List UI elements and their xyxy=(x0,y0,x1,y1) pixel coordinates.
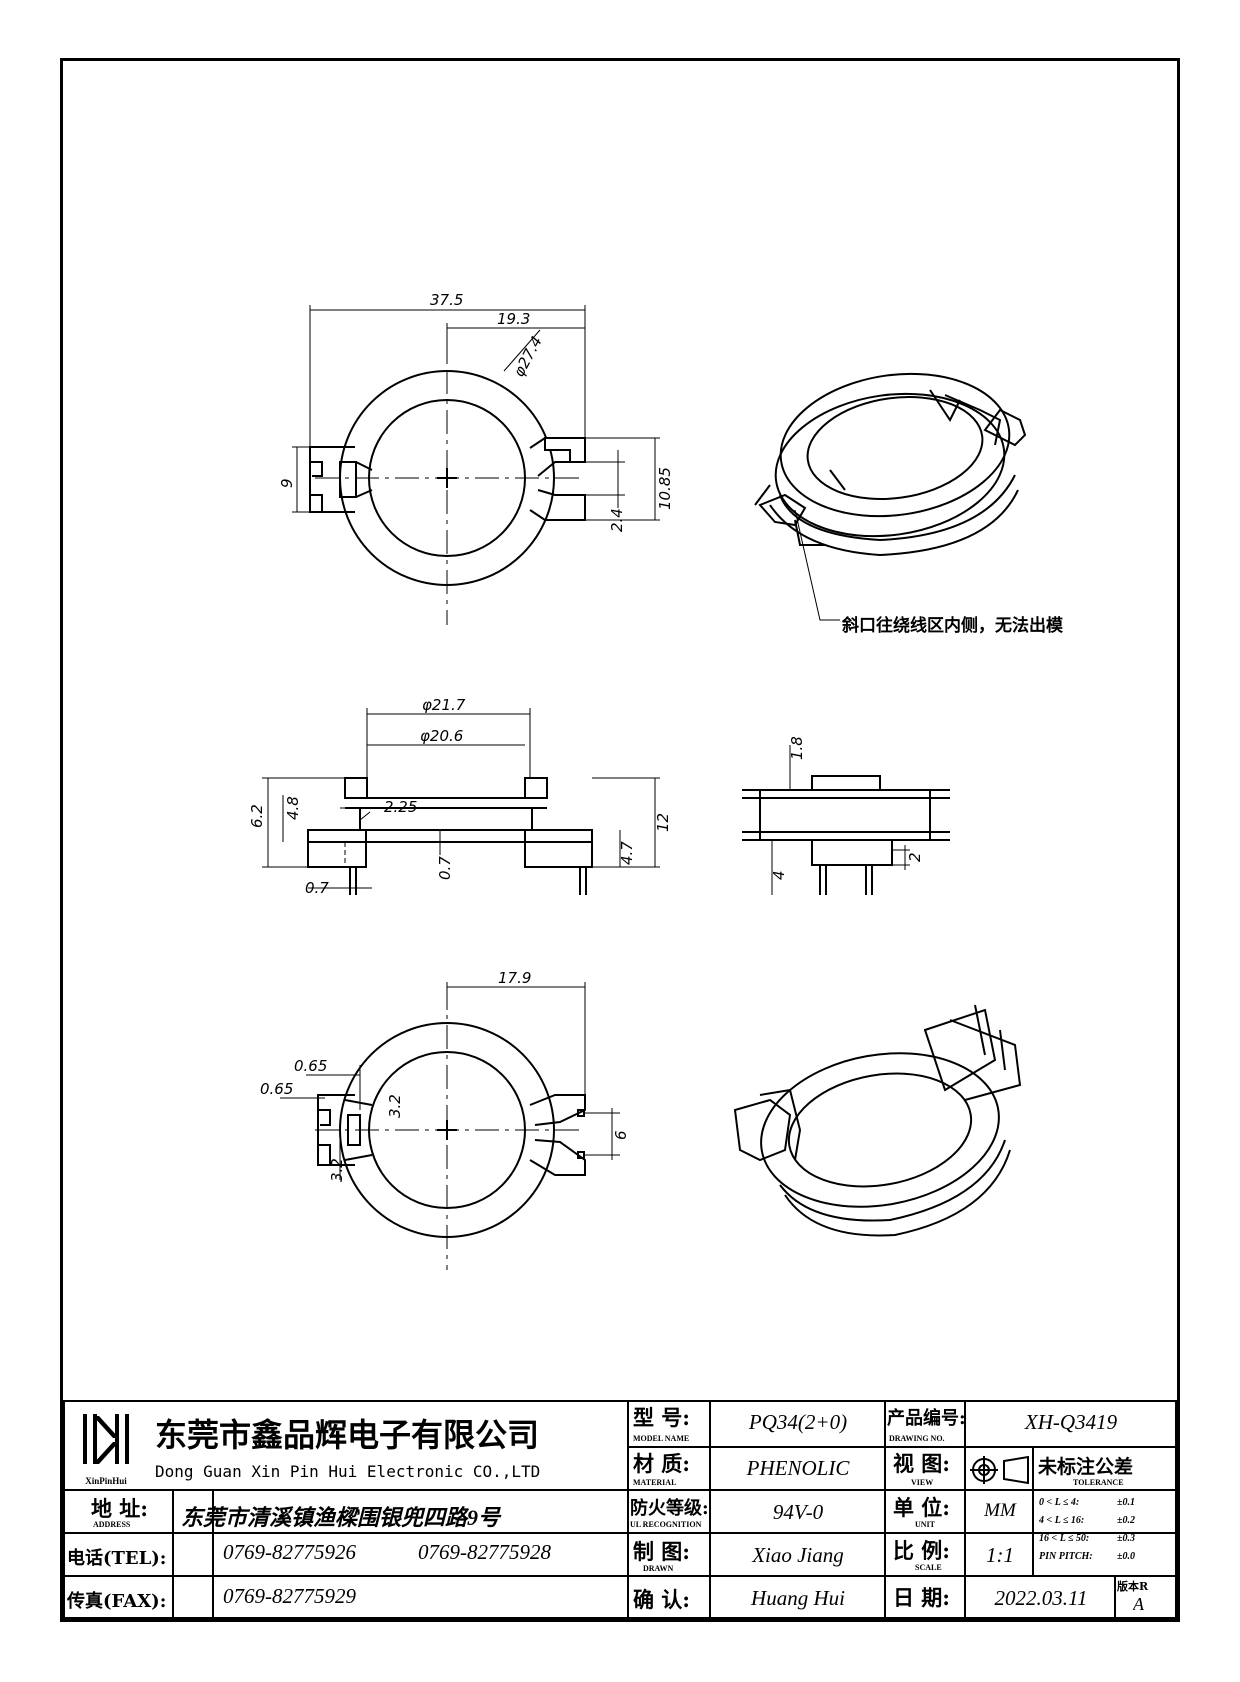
revision-value: A xyxy=(1133,1594,1144,1614)
dim-core-diameter: φ20.6 xyxy=(420,727,463,745)
dim-side-height: 6.2 xyxy=(248,804,266,828)
company-logo: XinPinHui xyxy=(71,1408,141,1486)
drawing-no-label-en: DRAWING NO. xyxy=(889,1434,945,1443)
material-value: PHENOLIC xyxy=(746,1456,850,1480)
dim-slot-width-1: 0.65 xyxy=(294,1057,327,1075)
scale-label-en: SCALE xyxy=(915,1563,942,1572)
ul-value: 94V-0 xyxy=(772,1500,824,1524)
top-view xyxy=(292,305,660,625)
tolerance-label-en: TOLERANCE xyxy=(1073,1478,1124,1487)
dim-slot-gap: 2.4 xyxy=(608,508,626,532)
drawing-no-value: XH-Q3419 xyxy=(1024,1410,1118,1434)
model-value: PQ34(2+0) xyxy=(748,1410,848,1434)
bottom-view xyxy=(280,982,620,1270)
confirm-label: 确 认: xyxy=(633,1587,691,1612)
view-label-en: VIEW xyxy=(911,1478,934,1487)
date-value: 2022.03.11 xyxy=(994,1586,1088,1610)
logo-text: XinPinHui xyxy=(85,1476,127,1486)
dim-outer-diameter: φ27.4 xyxy=(510,333,546,380)
dim-top-step: 1.8 xyxy=(788,736,806,760)
dim-total-height: 12 xyxy=(654,813,672,832)
fax-value: 0769-82775929 xyxy=(223,1584,356,1608)
dim-winding-height: 4.8 xyxy=(284,796,302,820)
iso-view-top xyxy=(754,372,1027,621)
view-label: 视 图: xyxy=(893,1451,951,1476)
dim-flange-diameter: φ21.7 xyxy=(422,696,466,714)
company-name-en: Dong Guan Xin Pin Hui Electronic CO.,LTD xyxy=(155,1462,541,1481)
dim-offset: 2.25 xyxy=(384,798,417,816)
fax-label: 传真(FAX): xyxy=(67,1591,167,1612)
tolerance-label: 未标注公差 xyxy=(1038,1456,1134,1478)
title-block-grid xyxy=(63,1400,1177,1619)
address-value: 东莞市清溪镇渔樑围银兜四路9号 xyxy=(181,1505,501,1530)
unit-label-en: UNIT xyxy=(915,1520,936,1529)
model-label: 型 号: xyxy=(633,1405,691,1430)
drawing-frame xyxy=(60,58,1180,1622)
dim-slot-depth-1: 3.2 xyxy=(386,1094,404,1118)
confirm-value: Huang Hui xyxy=(751,1586,845,1610)
dim-right-tab-height: 10.85 xyxy=(656,467,674,510)
tel-label: 电话(TEL): xyxy=(67,1548,167,1569)
dim-overall-width: 37.5 xyxy=(430,291,463,309)
dim-slot-width-2: 0.65 xyxy=(260,1080,293,1098)
dim-pin-length: 4 xyxy=(770,870,788,880)
unit-label: 单 位: xyxy=(893,1495,951,1520)
dim-pin-distance: 17.9 xyxy=(498,969,531,987)
logo-mark xyxy=(83,1414,129,1464)
dim-base-height: 4.7 xyxy=(618,841,636,865)
design-note: 斜口往绕线区内侧，无法出模 xyxy=(841,615,1064,636)
scale-label: 比 例: xyxy=(893,1538,951,1563)
date-label: 日 期: xyxy=(893,1585,951,1610)
ul-label: 防火等级: xyxy=(630,1498,709,1519)
iso-view-bottom xyxy=(733,1004,1022,1237)
side-view xyxy=(262,708,660,895)
drawn-label-en: DRAWN xyxy=(643,1564,674,1573)
material-label: 材 质: xyxy=(633,1451,691,1476)
unit-value: MM xyxy=(984,1500,1016,1521)
address-label-en: ADDRESS xyxy=(93,1520,131,1529)
company-name-cn: 东莞市鑫品辉电子有限公司 xyxy=(155,1416,540,1454)
dim-pin-step: 2 xyxy=(906,852,924,862)
title-block: XinPinHui 东莞市鑫品辉电子有限公司 Dong Guan Xin Pin… xyxy=(63,1400,1177,1619)
dim-pin-offset: 0.7 xyxy=(305,879,329,897)
revision-label: 版本R xyxy=(1117,1580,1149,1593)
dim-pin-pitch: 6 xyxy=(612,1130,630,1140)
model-label-en: MODEL NAME xyxy=(633,1434,690,1443)
tolerance-table: 0 < L ≤ 4: ±0.1 4 < L ≤ 16: ±0.2 16 < L … xyxy=(1039,1497,1135,1562)
tel-value-2: 0769-82775928 xyxy=(418,1540,551,1564)
drawing-no-label: 产品编号: xyxy=(887,1408,965,1429)
dim-tab-height: 9 xyxy=(278,478,296,488)
tel-value-1: 0769-82775926 xyxy=(223,1540,356,1564)
drawn-label: 制 图: xyxy=(633,1539,691,1564)
ul-label-en: UL RECOGNITION xyxy=(630,1520,702,1529)
address-label: 地 址: xyxy=(91,1496,149,1521)
dim-slot-depth-2: 3.2 xyxy=(328,1158,346,1182)
material-label-en: MATERIAL xyxy=(633,1478,677,1487)
dim-half-width: 19.3 xyxy=(497,310,530,328)
end-view xyxy=(742,745,950,895)
scale-value: 1:1 xyxy=(986,1543,1014,1567)
drawn-value: Xiao Jiang xyxy=(752,1543,844,1567)
projection-symbol-icon xyxy=(968,1453,1032,1487)
dim-wall-thickness: 0.7 xyxy=(436,856,454,880)
